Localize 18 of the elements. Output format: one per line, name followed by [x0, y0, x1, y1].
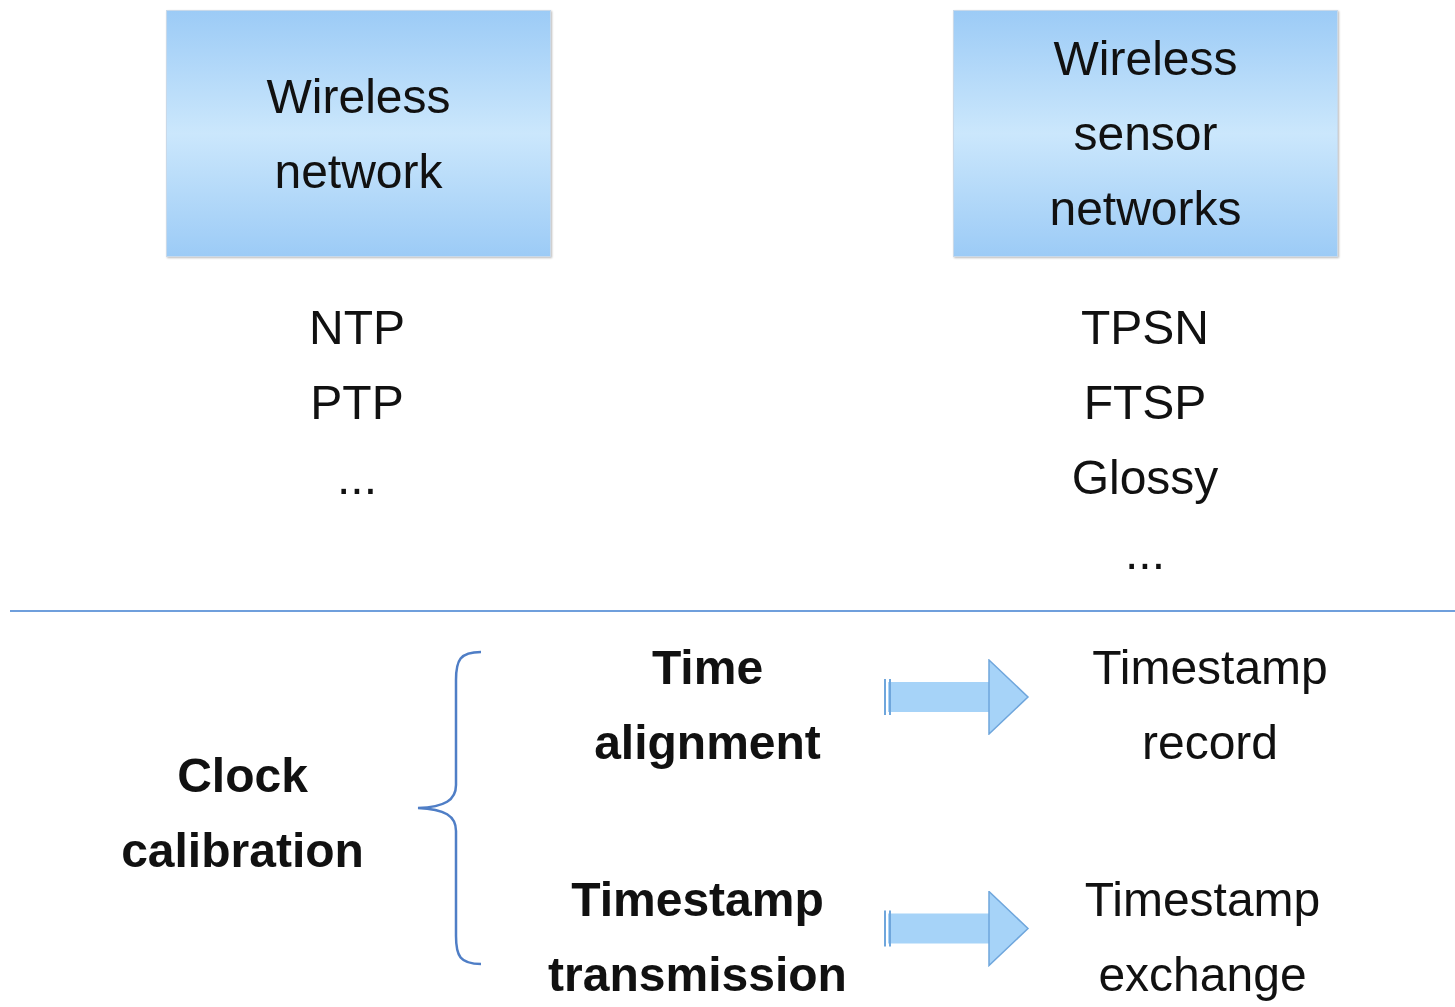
box-title: Wireless network [265, 68, 452, 200]
protocol-label: NTP [308, 300, 406, 355]
network-box [166, 10, 551, 257]
node-text: Timestamp record [1091, 640, 1329, 771]
protocol-label: ... [336, 450, 378, 505]
protocol-label: FTSP [1082, 375, 1208, 430]
block-arrow [884, 659, 1029, 735]
node-text: Time alignment [593, 640, 822, 771]
network-box [953, 10, 1338, 257]
node-text: Timestamp transmission [547, 871, 848, 1003]
node-text: Clock calibration [120, 748, 365, 879]
box-title: Wireless sensor networks [1048, 31, 1243, 237]
protocol-label: PTP [309, 375, 405, 430]
block-arrow [884, 890, 1029, 967]
protocol-label: Glossy [1070, 450, 1220, 505]
node-text: Timestamp exchange [1083, 871, 1322, 1003]
protocol-label: ... [1124, 525, 1166, 580]
protocol-label: TPSN [1080, 300, 1210, 355]
